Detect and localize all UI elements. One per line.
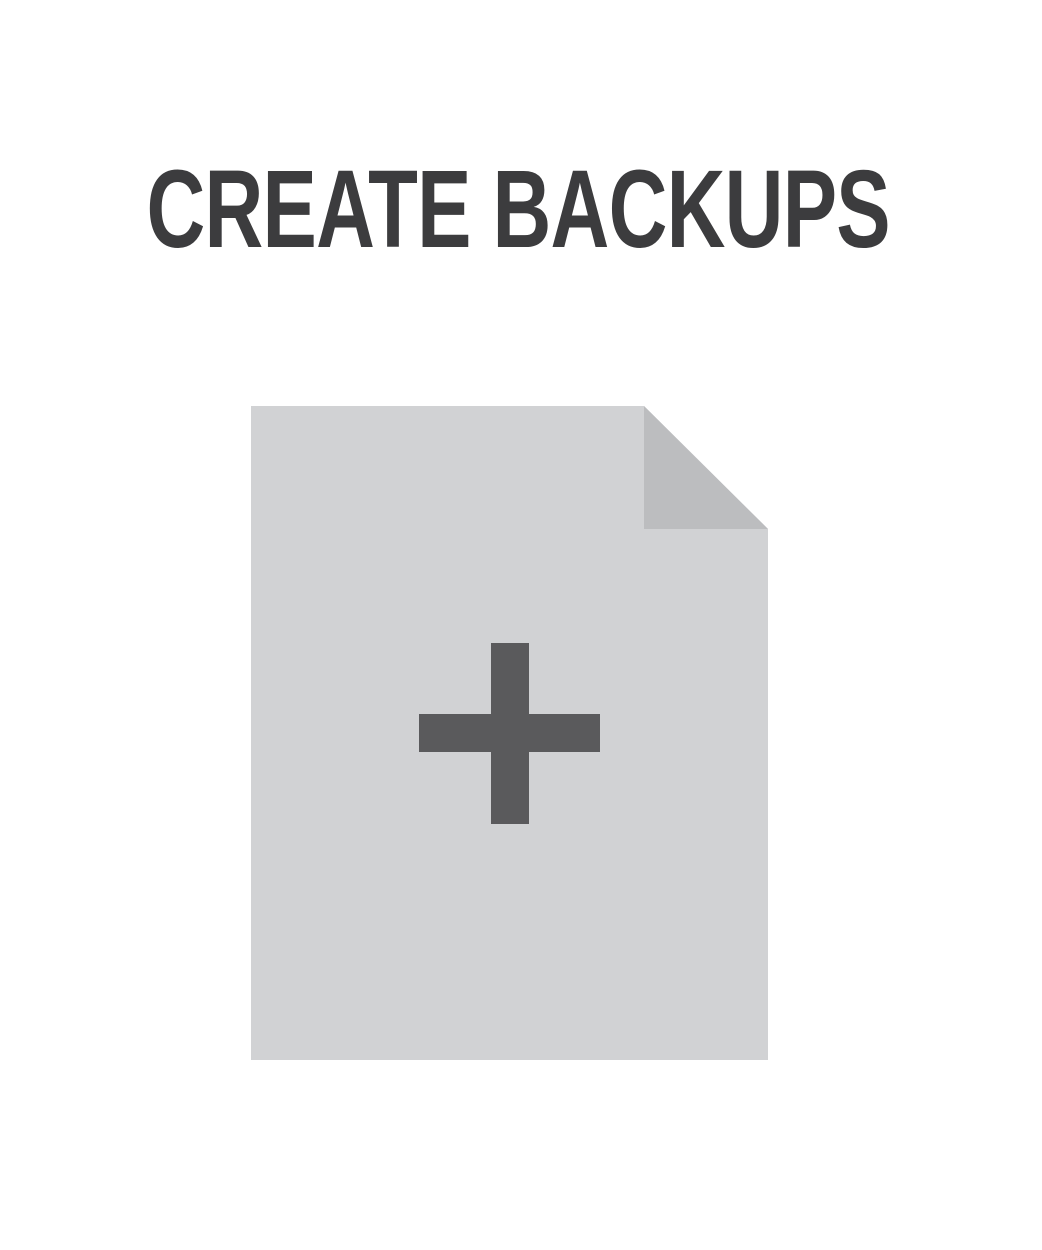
plus-icon	[419, 643, 600, 824]
page-title: CREATE BACKUPS	[146, 148, 890, 271]
document-fold-corner	[644, 406, 768, 529]
